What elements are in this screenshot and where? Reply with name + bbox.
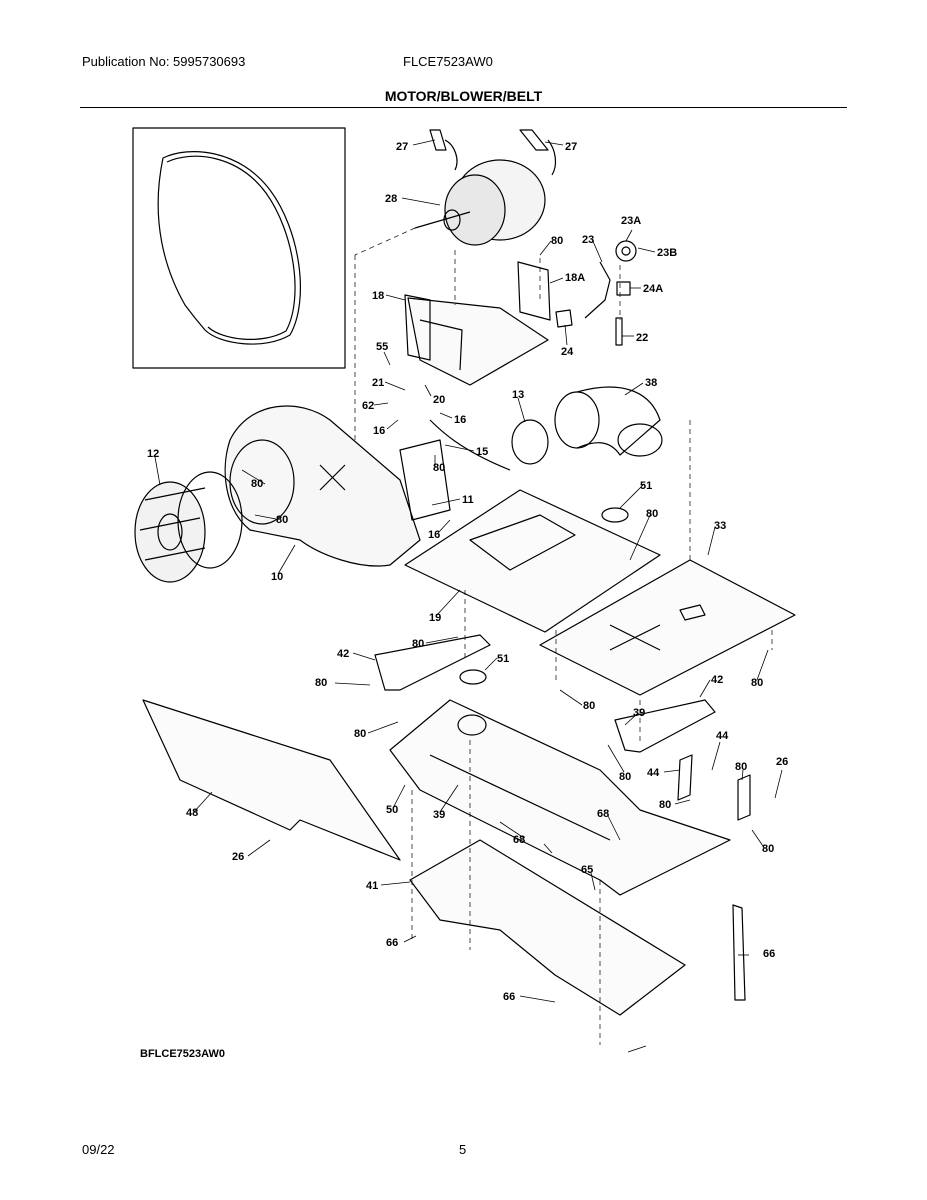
exhaust-elbow (511, 386, 663, 465)
base-pad (409, 839, 686, 1016)
page-title: MOTOR/BLOWER/BELT (384, 88, 543, 104)
callout-label: 51 (497, 653, 509, 665)
model-number: FLCE7523AW0 (403, 54, 493, 69)
rail-right (614, 699, 716, 753)
callout-label: 80 (412, 638, 424, 650)
callout-label: 50 (386, 804, 398, 816)
callout-label: 48 (186, 807, 198, 819)
grommet-upper (601, 507, 629, 523)
callout-label: 65 (581, 864, 593, 876)
callout-label: 80 (276, 514, 288, 526)
callout-label: 16 (373, 425, 385, 437)
callout-label: 10 (271, 571, 283, 583)
callout-label: 20 (433, 394, 445, 406)
support-plate-x (609, 624, 661, 651)
callout-label: 42 (711, 674, 723, 686)
callout-label: 39 (633, 707, 645, 719)
callout-label: 27 (396, 141, 408, 153)
callout-label: 13 (512, 389, 524, 401)
callout-label: 12 (147, 448, 159, 460)
callout-label: 80 (583, 700, 595, 712)
callout-label: 80 (251, 478, 263, 490)
publication-number: Publication No: 5995730693 (82, 54, 246, 69)
callout-label: 27 (565, 141, 577, 153)
drive-belt-inner (166, 155, 296, 340)
drive-belt (157, 151, 301, 345)
callout-label: 80 (646, 508, 658, 520)
callout-label: 28 (385, 193, 397, 205)
callout-label: 24 (561, 346, 574, 358)
callout-label: 80 (735, 761, 747, 773)
callout-label: 16 (428, 529, 440, 541)
grommet-lower (459, 669, 487, 685)
callout-label: 39 (433, 809, 445, 821)
callout-label: 66 (763, 948, 775, 960)
cabinet-base (389, 699, 731, 896)
base-rail (429, 754, 611, 841)
callout-label: 80 (433, 462, 445, 474)
callout-labels: 27 27 28 80 23 23A 23B 18A 24A 18 55 24 … (147, 141, 788, 1003)
callout-label: 26 (232, 851, 244, 863)
base-panel (404, 489, 661, 633)
page-number: 5 (459, 1142, 467, 1157)
callout-label: 24A (643, 283, 663, 295)
callout-label: 80 (762, 843, 774, 855)
callout-label: 80 (354, 728, 366, 740)
callout-label: 44 (716, 730, 729, 742)
motor-mount-bracket (404, 261, 551, 386)
housing-bracket (399, 439, 451, 521)
callout-label: 18A (565, 272, 585, 284)
callout-label: 33 (714, 520, 726, 532)
support-plate (539, 559, 796, 696)
callout-label: 51 (640, 480, 652, 492)
base-panel-recess (469, 514, 576, 571)
diagram-code: BFLCE7523AW0 (140, 1048, 225, 1060)
access-panel (142, 699, 401, 861)
callout-label: 23B (657, 247, 677, 259)
callout-label: 80 (751, 677, 763, 689)
callout-label: 66 (503, 991, 515, 1003)
callout-label: 22 (636, 332, 648, 344)
rail-left (374, 634, 491, 691)
callout-label: 68 (513, 834, 525, 846)
callout-label: 42 (337, 648, 349, 660)
callout-label: 18 (372, 290, 384, 302)
callout-label: 80 (315, 677, 327, 689)
callout-label: 68 (597, 808, 609, 820)
callout-label: 11 (462, 494, 474, 506)
thermistor-wire (429, 419, 511, 471)
callout-label: 15 (476, 446, 488, 458)
callout-label: 80 (551, 235, 563, 247)
callout-label: 26 (776, 756, 788, 768)
header-divider (80, 107, 847, 108)
belt-inset-box (132, 127, 346, 369)
callout-label: 80 (619, 771, 631, 783)
revision-date: 09/22 (82, 1142, 115, 1157)
callout-label: 55 (376, 341, 388, 353)
callout-label: 23 (582, 234, 594, 246)
callout-label: 21 (372, 377, 384, 389)
callout-label: 38 (645, 377, 657, 389)
trim-strip (732, 904, 746, 1001)
bracket-44-left (677, 754, 693, 801)
callout-label: 16 (454, 414, 466, 426)
callout-label: 62 (362, 400, 374, 412)
blower-seal-ring (511, 419, 549, 465)
blower-wheel (134, 471, 243, 583)
callout-label: 66 (386, 937, 398, 949)
bracket-44-right (737, 774, 751, 821)
callout-label: 44 (647, 767, 660, 779)
callout-label: 80 (659, 799, 671, 811)
callout-label: 19 (429, 612, 441, 624)
callout-label: 23A (621, 215, 641, 227)
drive-motor (414, 129, 557, 246)
callout-label: 41 (366, 880, 378, 892)
idler-arm (555, 240, 637, 346)
